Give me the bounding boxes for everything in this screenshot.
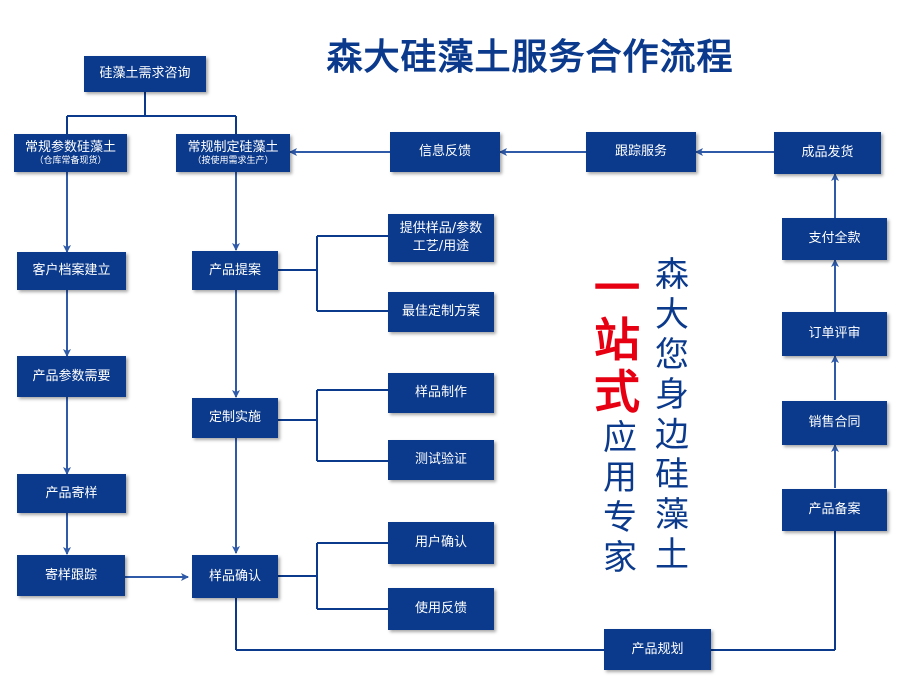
node-standard: 常规参数硅藻土 （仓库常备现货） — [14, 134, 127, 172]
slogan-highlight: 一 站 式 — [592, 262, 642, 418]
node-label: 样品确认 — [208, 568, 261, 584]
node-user-confirm: 用户确认 — [388, 522, 494, 564]
node-product-plan: 产品规划 — [604, 629, 711, 670]
node-label: 常规制定硅藻土 — [187, 139, 279, 155]
node-label: 最佳定制方案 — [401, 304, 480, 319]
node-product-record: 产品备案 — [782, 489, 887, 531]
node-test-verify: 测试验证 — [388, 440, 494, 480]
slogan-char: 土 — [655, 535, 689, 575]
slogan-column-sub: 应 用 专 家 — [600, 418, 640, 578]
node-full-payment: 支付全款 — [782, 218, 887, 260]
slogan-char: 用 — [603, 458, 637, 498]
node-label: 常规参数硅藻土 — [24, 139, 116, 155]
node-consult: 硅藻土需求咨询 — [84, 56, 206, 92]
node-sample-confirm: 样品确认 — [192, 555, 278, 598]
slogan-char: 您 — [655, 335, 689, 375]
node-label: 信息反馈 — [418, 144, 471, 159]
slogan-char: 家 — [603, 538, 637, 578]
node-sample-make: 样品制作 — [388, 373, 494, 413]
node-implement: 定制实施 — [192, 398, 278, 438]
node-label: 产品提案 — [208, 262, 261, 278]
node-label: 订单评审 — [808, 326, 861, 341]
slogan-char: 式 — [594, 365, 640, 419]
node-info-feedback: 信息反馈 — [390, 132, 500, 172]
node-label: 定制实施 — [208, 410, 261, 425]
slogan-char: 一 — [594, 261, 640, 315]
slogan-char: 站 — [594, 313, 640, 367]
node-track-service: 跟踪服务 — [586, 132, 696, 172]
node-label: 产品参数需要 — [32, 368, 111, 384]
node-label: 用户确认 — [414, 535, 467, 550]
node-label: 跟踪服务 — [614, 144, 667, 159]
node-label: 产品备案 — [808, 502, 861, 517]
node-label: 硅藻土需求咨询 — [99, 66, 191, 81]
slogan-char: 应 — [603, 418, 637, 458]
node-note: （按使用需求生产） — [192, 155, 274, 166]
node-order-review: 订单评审 — [782, 312, 887, 356]
node-provide-sample: 提供样品/参数 工艺/用途 — [388, 214, 494, 262]
node-label: 寄样跟踪 — [44, 567, 97, 583]
node-label: 样品制作 — [414, 385, 467, 400]
node-param-need: 产品参数需要 — [17, 356, 126, 397]
slogan-char: 藻 — [655, 495, 689, 535]
node-archive: 客户档案建立 — [17, 252, 126, 290]
node-label: 使用反馈 — [414, 601, 467, 616]
node-note: （仓库常备现货） — [34, 155, 107, 166]
node-label: 提供样品/参数 工艺/用途 — [399, 221, 483, 254]
page-title: 森大硅藻土服务合作流程 — [326, 37, 734, 78]
node-sample-send: 产品寄样 — [17, 474, 126, 513]
node-label: 产品寄样 — [45, 485, 98, 501]
slogan-char: 身 — [655, 375, 689, 415]
node-label: 销售合同 — [808, 415, 861, 430]
slogan-column-blue: 森 大 您 身 边 硅 藻 土 — [648, 255, 696, 575]
slogan-char: 硅 — [655, 455, 689, 495]
node-label: 成品发货 — [801, 145, 854, 160]
slogan-char: 边 — [655, 415, 689, 455]
node-label: 支付全款 — [808, 231, 861, 246]
node-sample-track: 寄样跟踪 — [17, 555, 125, 596]
node-best-plan: 最佳定制方案 — [388, 292, 494, 332]
slogan-char: 大 — [655, 295, 689, 335]
node-proposal: 产品提案 — [192, 251, 278, 290]
slogan-char: 专 — [603, 498, 637, 538]
node-label: 产品规划 — [631, 641, 684, 657]
node-label: 客户档案建立 — [32, 263, 111, 278]
slogan-char: 森 — [655, 255, 689, 295]
node-custom: 常规制定硅藻土 （按使用需求生产） — [176, 134, 290, 172]
node-ship: 成品发货 — [774, 132, 881, 174]
node-use-feedback: 使用反馈 — [388, 588, 494, 630]
node-label: 测试验证 — [414, 452, 467, 467]
node-sales-contract: 销售合同 — [782, 401, 887, 445]
